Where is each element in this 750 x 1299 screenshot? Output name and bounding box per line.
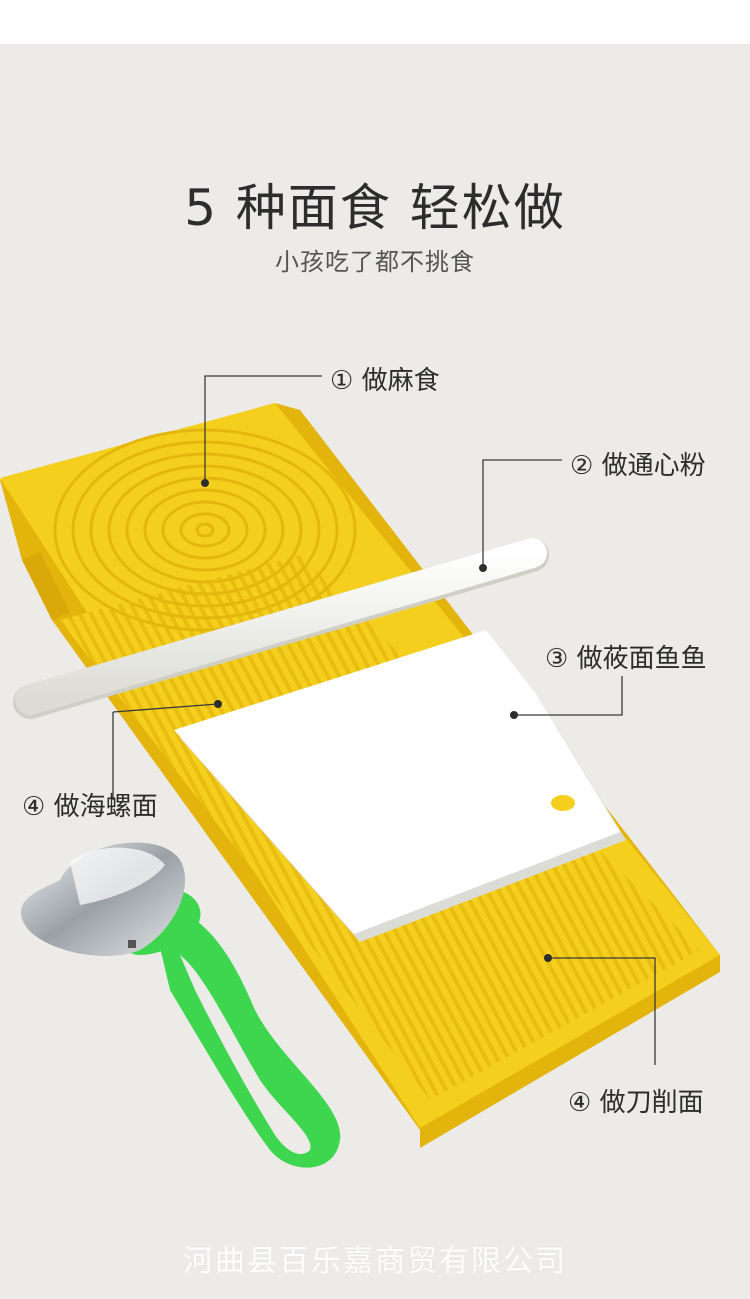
page-subtitle: 小孩吃了都不挑食 xyxy=(275,248,475,276)
page-title: 5 种面食 轻松做 xyxy=(184,179,566,237)
top-strip xyxy=(0,0,750,44)
callout-label-macaroni: ② 做通心粉 xyxy=(570,451,706,481)
callout-label-conch-noodle: ④ 做海螺面 xyxy=(22,792,158,822)
callout-lines xyxy=(112,375,656,1065)
callout-label-maishi: ① 做麻食 xyxy=(330,366,440,396)
callout-label-knife-cut-noodle: ④ 做刀削面 xyxy=(568,1088,704,1118)
company-watermark: 河曲县百乐嘉商贸有限公司 xyxy=(183,1244,567,1279)
callout-line-4 xyxy=(112,703,219,713)
rolling-rod xyxy=(13,538,549,719)
concentric-circle-pad xyxy=(53,428,357,632)
callout-label-youmian: ③ 做莜面鱼鱼 xyxy=(545,644,707,674)
noodle-peeler xyxy=(20,842,341,1168)
callout-dots xyxy=(201,479,552,962)
